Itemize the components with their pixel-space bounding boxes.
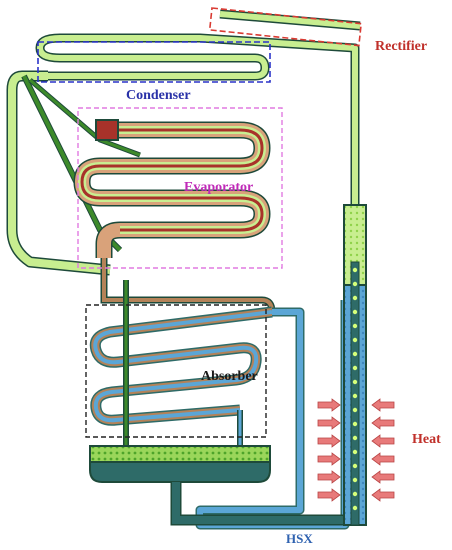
arrow-right-icon xyxy=(317,398,341,412)
heat-arrows-right xyxy=(371,398,395,502)
hsx-label: HSX xyxy=(286,531,313,546)
arrow-left-icon xyxy=(371,470,395,484)
condenser-label: Condenser xyxy=(126,88,191,103)
generator-column xyxy=(343,204,367,526)
arrow-left-icon xyxy=(371,416,395,430)
arrow-left-icon xyxy=(371,452,395,466)
arrow-right-icon xyxy=(317,488,341,502)
evaporator-outlet-pipe xyxy=(100,258,276,313)
absorber-box xyxy=(85,304,267,438)
rectifier-box xyxy=(208,7,363,47)
evaporator-coil xyxy=(73,119,271,258)
absorber-label: Absorber xyxy=(201,369,258,384)
arrow-left-icon xyxy=(371,434,395,448)
arrow-right-icon xyxy=(317,416,341,430)
absorber-risers xyxy=(123,280,243,445)
left-vapor-return-pipe xyxy=(6,70,111,276)
arrow-right-icon xyxy=(317,452,341,466)
rectifier-pipe xyxy=(60,9,361,210)
arrow-left-icon xyxy=(371,488,395,502)
arrow-right-icon xyxy=(317,434,341,448)
evaporator-label: Evaporator xyxy=(184,180,253,195)
heat-label: Heat xyxy=(412,432,441,447)
absorber-coil xyxy=(89,306,273,426)
arrow-right-icon xyxy=(317,470,341,484)
evaporator-box xyxy=(77,107,283,269)
arrow-left-icon xyxy=(371,398,395,412)
condenser-coil xyxy=(35,33,270,81)
absorber-reservoir xyxy=(89,445,345,526)
heat-arrows-left xyxy=(317,398,341,502)
rectifier-label: Rectifier xyxy=(375,39,427,54)
condenser-box xyxy=(37,41,271,83)
bubble-pump-bubbles xyxy=(352,267,358,511)
